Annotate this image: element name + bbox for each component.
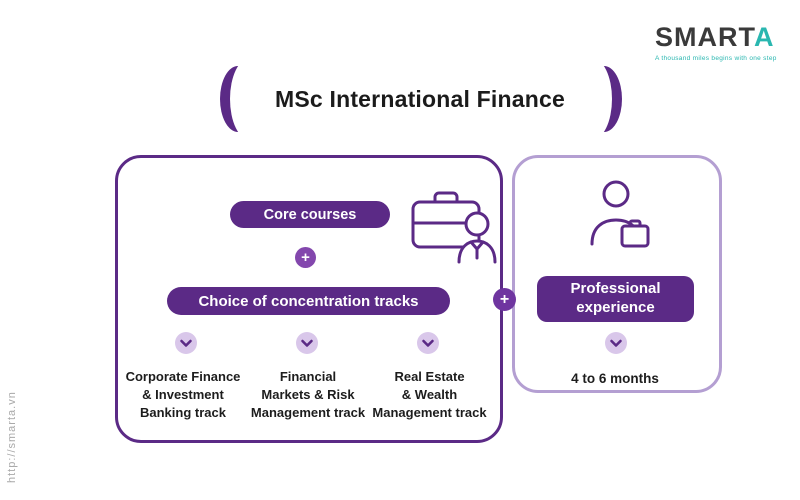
- logo-wordmark: SMARTA: [655, 24, 777, 51]
- prof-pill-line1: Professional: [570, 280, 661, 298]
- page-title: MSc International Finance: [275, 86, 565, 112]
- right-parenthesis-shape: [572, 58, 622, 140]
- person-briefcase-icon: [586, 178, 652, 257]
- left-parenthesis-shape: [220, 58, 270, 140]
- track-line: Real Estate: [394, 369, 465, 384]
- crescent-cutout: [572, 58, 612, 140]
- track-line: & Investment: [142, 387, 224, 403]
- track-label-financial-markets: Financial Markets & Risk Management trac…: [238, 368, 378, 423]
- logo-tagline: A thousand miles begins with one step: [655, 55, 777, 62]
- smarta-logo: SMARTA A thousand miles begins with one …: [655, 24, 777, 63]
- logo-a-text: A: [754, 22, 775, 52]
- duration-label: 4 to 6 months: [571, 371, 659, 386]
- chevron-down-icon: [296, 332, 318, 354]
- track-line: & Wealth: [401, 387, 458, 403]
- chevron-down-icon: [417, 332, 439, 354]
- track-line: Banking track: [140, 405, 226, 421]
- plus-icon: +: [493, 288, 516, 311]
- chevron-down-icon: [175, 332, 197, 354]
- logo-smart-text: SMART: [655, 22, 754, 52]
- track-line: Corporate Finance: [125, 369, 241, 384]
- concentration-tracks-pill: Choice of concentration tracks: [167, 287, 450, 315]
- track-line: Management track: [250, 405, 366, 421]
- core-courses-pill: Core courses: [230, 201, 390, 228]
- crescent-cutout: [230, 58, 270, 140]
- track-line: Markets & Risk: [261, 387, 355, 403]
- track-line: Management track: [372, 405, 487, 421]
- professional-experience-card: [512, 155, 722, 393]
- chevron-down-icon: [605, 332, 627, 354]
- prof-pill-line2: experience: [576, 299, 655, 316]
- watermark-url: http://smarta.vn: [6, 391, 18, 483]
- track-label-real-estate: Real Estate & Wealth Management track: [357, 368, 502, 423]
- plus-icon: +: [295, 247, 316, 268]
- track-label-corporate-finance: Corporate Finance & Investment Banking t…: [113, 368, 253, 423]
- professional-experience-pill: Professional experience: [537, 276, 694, 322]
- track-line: Financial: [279, 369, 337, 384]
- briefcase-person-icon: [405, 182, 497, 269]
